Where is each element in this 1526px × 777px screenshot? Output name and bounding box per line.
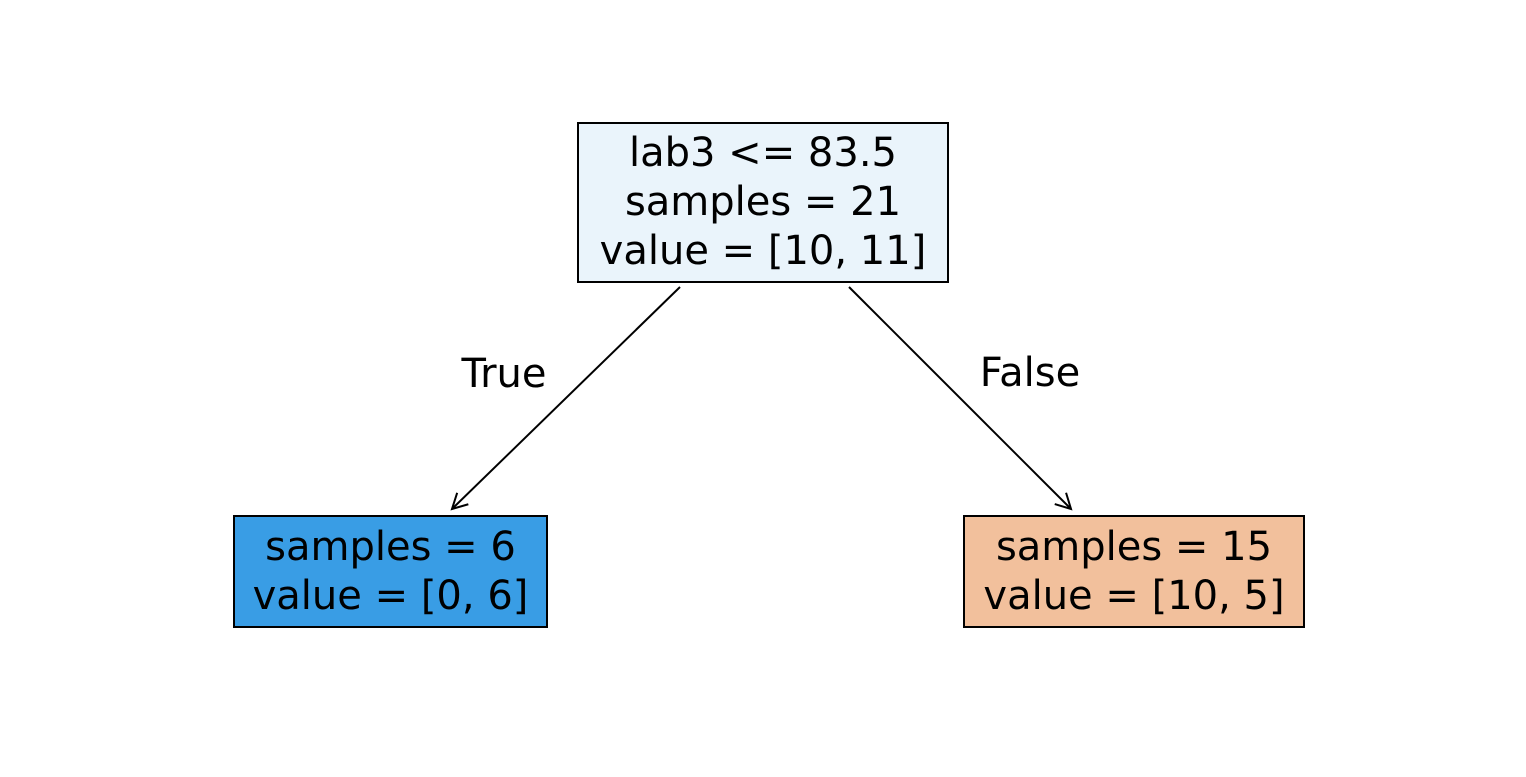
right-leaf-samples: samples = 15 [995,523,1273,570]
right-leaf-node: samples = 15 value = [10, 5] [963,515,1305,628]
edge-true-line [450,286,681,511]
edge-label-true: True [461,351,547,397]
right-leaf-value: value = [10, 5] [983,572,1285,619]
edge-false-line [848,286,1073,511]
left-leaf-samples: samples = 6 [265,523,516,570]
left-leaf-node: samples = 6 value = [0, 6] [233,515,548,628]
left-leaf-value: value = [0, 6] [252,572,529,619]
root-node-samples: samples = 21 [624,179,902,225]
root-node-value: value = [10, 11] [599,228,927,274]
edge-label-false: False [979,350,1081,396]
root-node: lab3 <= 83.5 samples = 21 value = [10, 1… [577,122,949,283]
root-node-condition: lab3 <= 83.5 [629,130,897,176]
